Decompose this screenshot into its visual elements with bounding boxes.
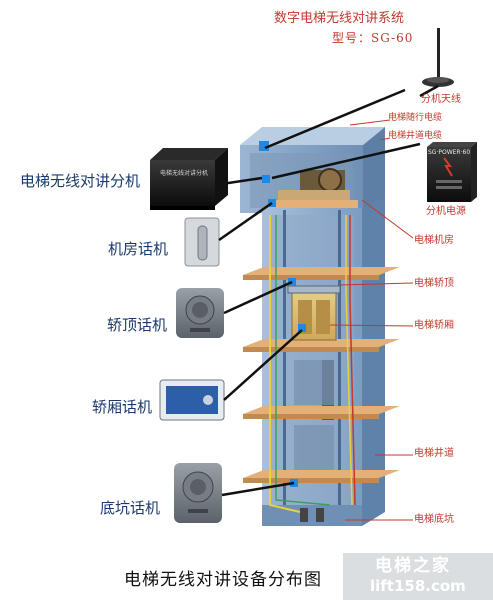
pit-speaker <box>174 463 222 523</box>
elevator-car <box>287 285 341 341</box>
car-top-label: 电梯轿顶 <box>414 278 454 289</box>
machine-room <box>240 127 385 213</box>
shaft-label: 电梯井道 <box>414 448 454 459</box>
main-unit-label: 电梯无线对讲分机 <box>20 172 141 190</box>
car-label: 电梯轿厢 <box>414 320 454 331</box>
power-plate: SG·POWER·60 <box>428 149 471 156</box>
antenna <box>422 28 454 87</box>
model-label: 型号：SG-60 <box>332 31 414 45</box>
antenna-label: 分机天线 <box>421 94 461 105</box>
watermark-title: 电梯之家 <box>375 556 451 576</box>
shaft-cable-label: 电梯井道电缆 <box>388 131 443 141</box>
watermark-url: lift158.com <box>370 577 466 595</box>
system-title: 数字电梯无线对讲系统 <box>274 11 405 26</box>
watermark-band <box>343 553 493 600</box>
power-label: 分机电源 <box>426 206 466 217</box>
pit-phone-label: 底坑话机 <box>100 499 161 517</box>
connection-lines <box>214 84 439 497</box>
power-supply <box>427 142 477 202</box>
car-phone-label: 轿厢话机 <box>92 398 153 416</box>
car-panel <box>159 379 225 421</box>
car-top-speaker <box>176 288 224 338</box>
machine-room-phone-label: 机房话机 <box>108 240 169 258</box>
cables <box>269 215 356 513</box>
main-unit <box>150 148 228 210</box>
machine-room-label: 电梯机房 <box>414 235 454 246</box>
pit-label: 电梯底坑 <box>414 514 454 525</box>
unit-plate: 电梯无线对讲分机 <box>160 170 209 177</box>
car-top-cable-label: 电梯随行电缆 <box>388 113 443 123</box>
annotation-lines <box>329 119 414 521</box>
floor-slabs <box>243 267 400 483</box>
diagram-caption: 电梯无线对讲设备分布图 <box>124 570 322 590</box>
machine-room-handset <box>184 217 220 267</box>
car-top-phone-label: 轿顶话机 <box>107 316 168 334</box>
